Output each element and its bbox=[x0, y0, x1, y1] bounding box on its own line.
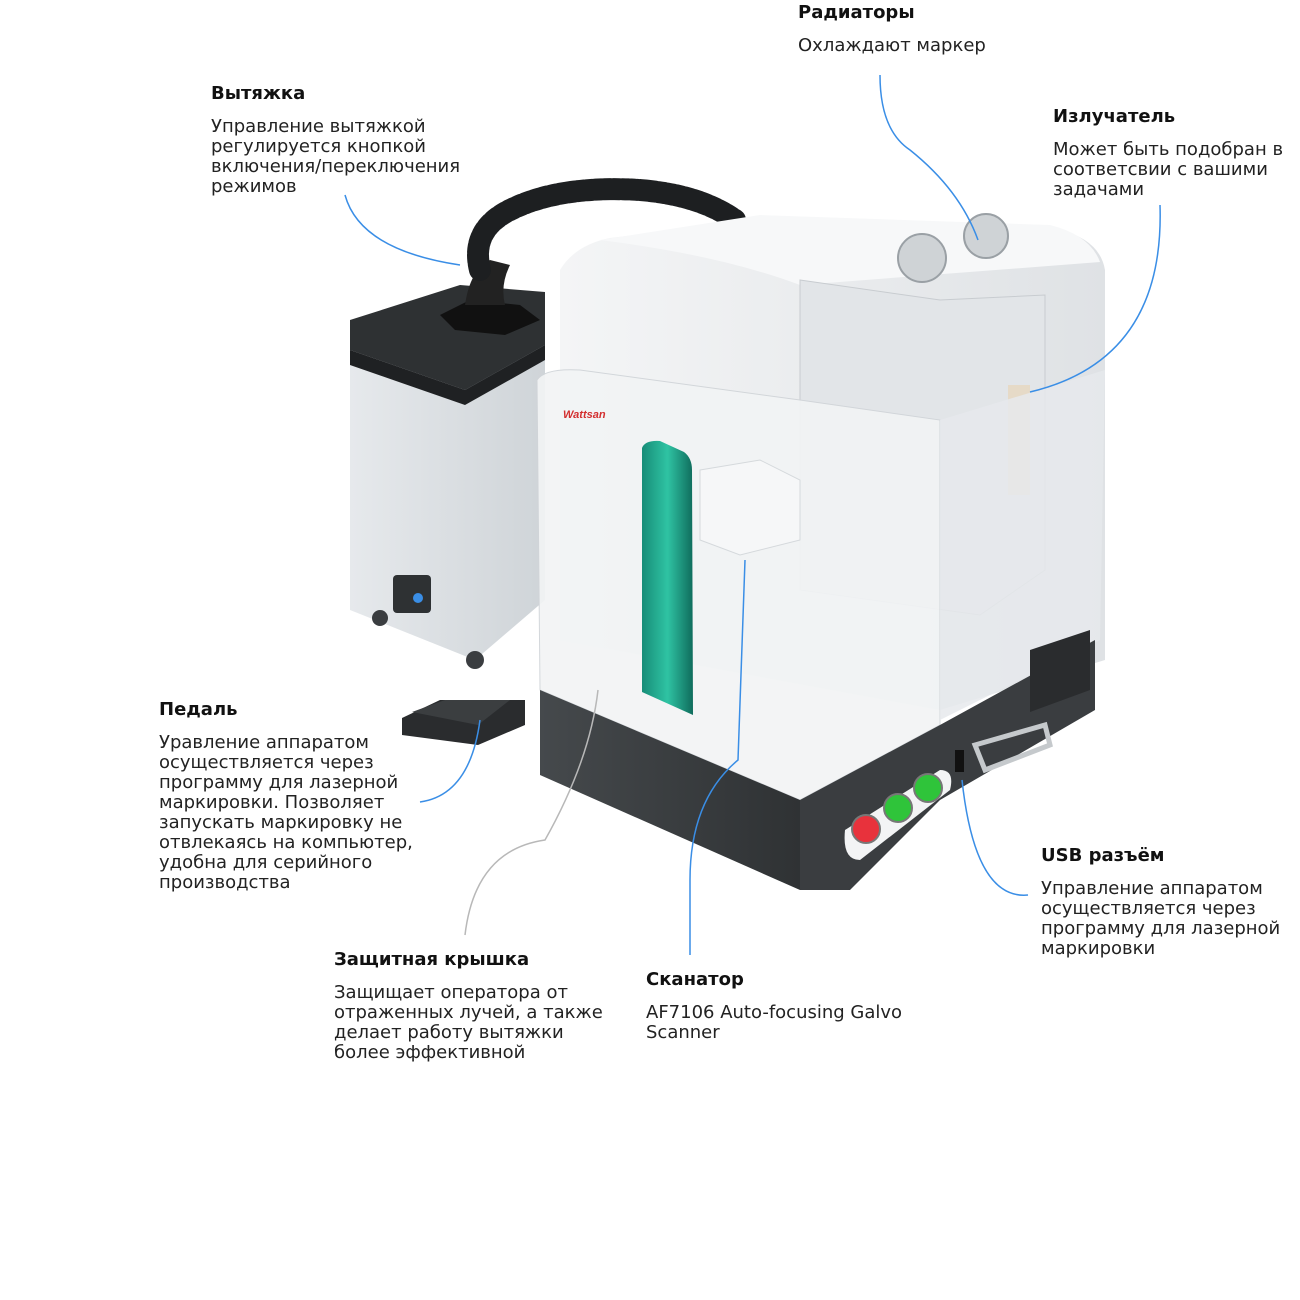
callout-usb: USB разъём Управление аппаратом осуществ… bbox=[1041, 845, 1299, 959]
leader-emitter bbox=[1029, 204, 1161, 393]
machine-base bbox=[540, 630, 1095, 890]
callout-description: Защищает оператора от отраженных лучей, … bbox=[334, 982, 603, 1063]
callout-title: Защитная крышка bbox=[334, 949, 530, 970]
callout-radiators: Радиаторы Охлаждают маркер bbox=[798, 2, 1058, 56]
callout-description: Охлаждают маркер bbox=[798, 35, 986, 56]
callout-scanner: Сканатор AF7106 Auto-focusing Galvo Scan… bbox=[646, 969, 906, 1043]
callout-description: Управление вытяжкой регулируется кнопкой… bbox=[211, 116, 461, 197]
extraction-hose bbox=[467, 178, 746, 281]
callout-title: Вытяжка bbox=[211, 83, 306, 104]
leader-cover bbox=[464, 689, 599, 936]
callout-extraction: Вытяжка Управление вытяжкой регулируется… bbox=[211, 83, 501, 197]
usb-port bbox=[955, 750, 964, 772]
leader-extraction bbox=[344, 194, 461, 266]
leader-lines bbox=[344, 74, 1161, 955]
callout-description: AF7106 Auto-focusing Galvo Scanner bbox=[646, 1002, 903, 1043]
callout-protective-cover: Защитная крышка Защищает оператора от от… bbox=[334, 949, 624, 1063]
fume-extractor bbox=[350, 260, 545, 669]
callout-title: USB разъём bbox=[1041, 845, 1165, 866]
leader-usb bbox=[961, 779, 1029, 896]
callout-description: Управление аппаратом осуществляется чере… bbox=[1041, 878, 1281, 959]
leader-radiators bbox=[879, 74, 979, 241]
callout-description: Может быть подобран в соответсвии с ваши… bbox=[1053, 139, 1284, 200]
leader-scanner bbox=[689, 559, 746, 955]
callout-title: Педаль bbox=[159, 699, 238, 720]
callout-pedal: Педаль Уравление аппаратом осуществляетс… bbox=[159, 699, 434, 893]
callout-title: Сканатор bbox=[646, 969, 744, 990]
foot-pedal bbox=[402, 700, 525, 745]
callout-emitter: Излучатель Может быть подобран в соответ… bbox=[1053, 106, 1298, 200]
brand-logo: Wattsan bbox=[563, 409, 606, 421]
callout-title: Излучатель bbox=[1053, 106, 1176, 127]
leader-pedal bbox=[419, 719, 481, 803]
callout-title: Радиаторы bbox=[798, 2, 915, 23]
callout-description: Уравление аппаратом осуществляется через… bbox=[159, 732, 413, 893]
